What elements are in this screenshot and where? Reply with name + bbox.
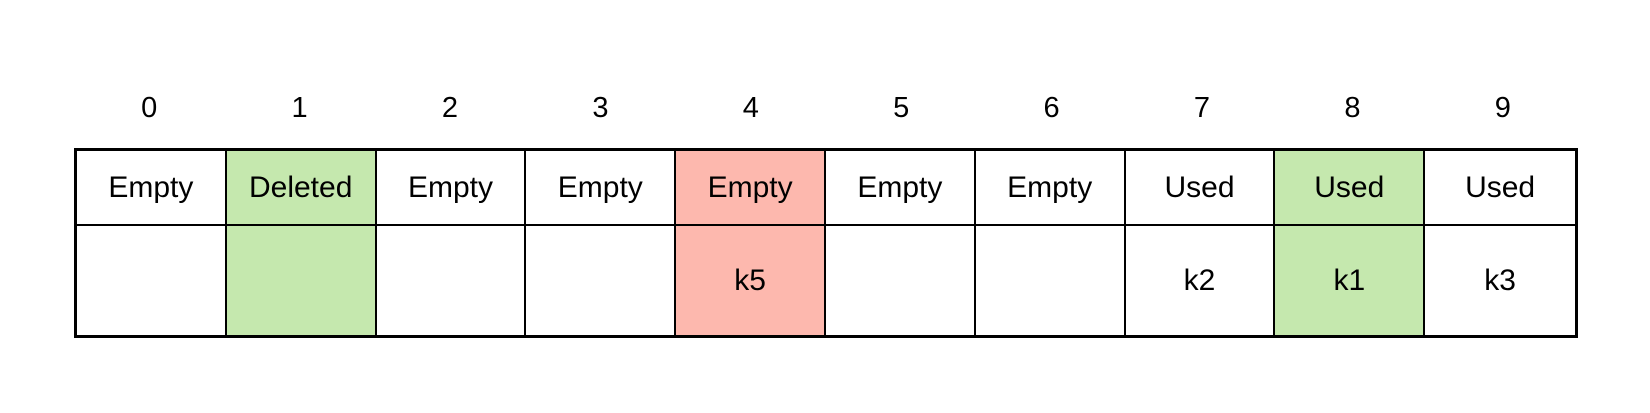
slot-index-label: 4 — [742, 92, 759, 124]
slot-state-cell: Empty — [77, 151, 227, 226]
slot-index-label: 8 — [1344, 92, 1361, 124]
slot-index-label: 7 — [1193, 92, 1211, 124]
slot-index-label: 1 — [291, 92, 308, 124]
slot-key-cell — [526, 226, 677, 335]
slot-state-cell: Used — [1125, 151, 1276, 226]
slot-index-label: 2 — [441, 92, 459, 124]
slot-index-label: 5 — [893, 92, 910, 124]
slot-state-cell: Empty — [376, 151, 527, 226]
slot-key-cell — [77, 226, 227, 335]
slot-key-cell: k5 — [676, 226, 826, 335]
slot-state-cell: Used — [1425, 151, 1575, 226]
slot-index-label: 6 — [1043, 92, 1060, 124]
slot-state-cell: Used — [1275, 151, 1426, 226]
slot-state-cell: Empty — [676, 151, 826, 226]
slot-key-cell — [826, 226, 976, 335]
slot-key-cell: k2 — [1125, 226, 1276, 335]
slot-state-cell: Deleted — [226, 151, 377, 226]
slot-state-cell: Empty — [975, 151, 1126, 226]
slot-key-cell — [226, 226, 377, 335]
index-row: 0 1 2 3 4 5 6 7 8 9 — [74, 88, 1578, 128]
slot-index-label: 3 — [592, 92, 609, 124]
slot-key-cell: k1 — [1275, 226, 1426, 335]
slot-index-label: 0 — [141, 92, 158, 124]
slot-state-cell: Empty — [526, 151, 677, 226]
slot-key-cell — [376, 226, 527, 335]
slot-state-cell: Empty — [826, 151, 976, 226]
slot-key-cell — [975, 226, 1126, 335]
slot-index-label: 9 — [1494, 92, 1511, 124]
slot-key-cell: k3 — [1425, 226, 1575, 335]
